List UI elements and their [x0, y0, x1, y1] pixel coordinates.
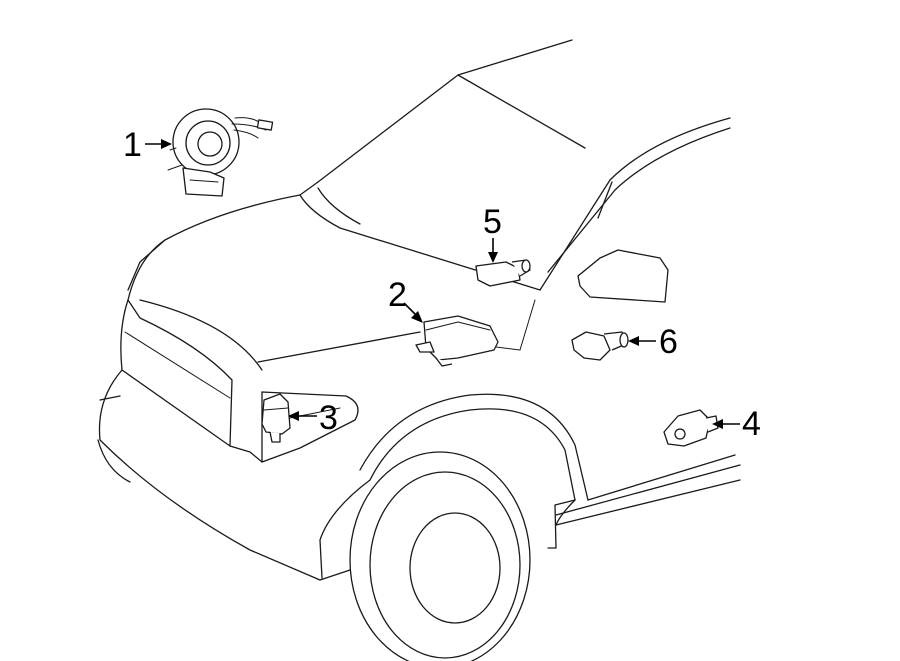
- callout-3-label: 3: [319, 399, 338, 437]
- callout-2-arrow: [403, 302, 417, 316]
- callout-4-arrowhead: [712, 419, 723, 429]
- callout-6-label: 6: [659, 323, 678, 361]
- side-impact-sensor-part: [663, 409, 719, 447]
- callout-5-arrowhead: [488, 252, 498, 263]
- occupant-sensor-part: [475, 259, 531, 287]
- callout-2-arrowhead: [411, 311, 423, 323]
- callout-labels: 1 2 3 4 5 6: [123, 126, 761, 443]
- callout-4-label: 4: [742, 405, 761, 443]
- front-impact-sensor-part: [261, 393, 291, 443]
- spiral-cable-part: [167, 108, 274, 197]
- side-airbag-sensor-part: [571, 331, 629, 361]
- callout-6-arrowhead: [628, 336, 639, 346]
- airbag-sensor-center-part: [415, 315, 499, 367]
- callout-1-label: 1: [123, 126, 142, 164]
- callout-1-arrowhead: [161, 139, 172, 149]
- callout-3-arrowhead: [288, 411, 299, 421]
- vehicle-outline: [97, 39, 741, 661]
- callout-2-label: 2: [388, 276, 407, 314]
- callout-arrows: [145, 139, 740, 429]
- callout-5-label: 5: [483, 203, 502, 241]
